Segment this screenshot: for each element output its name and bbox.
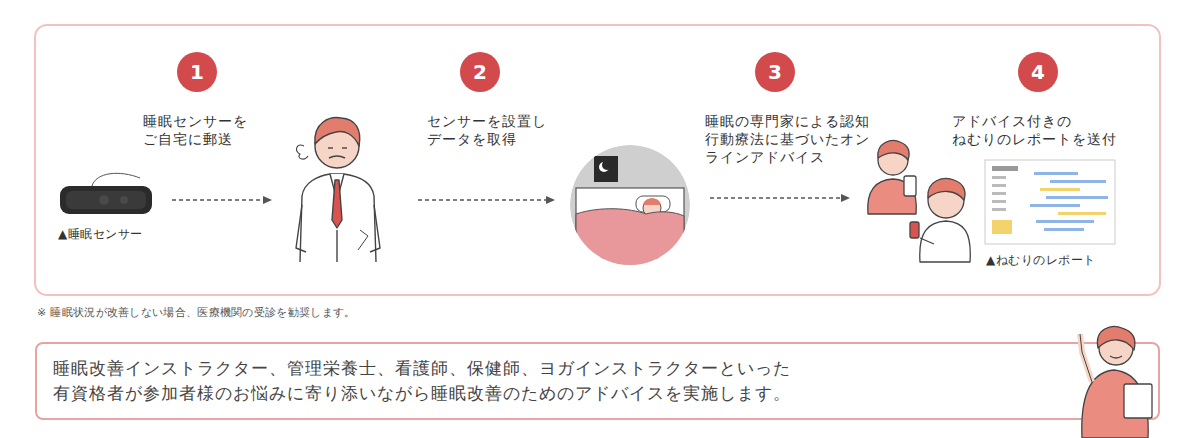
illustration-part	[910, 222, 919, 238]
step-number: 3	[768, 62, 782, 82]
illustration-part	[841, 194, 850, 202]
illustration-part	[576, 209, 684, 268]
circle-fill	[1018, 52, 1058, 92]
circle-fill	[755, 52, 795, 92]
illustration-part	[1040, 188, 1080, 191]
step-number-circle: 1	[177, 52, 217, 92]
illustration-part	[992, 176, 1006, 179]
step-text: 睡眠の専門家による認知 行動療法に基づいたオン ラインアドバイス	[705, 112, 881, 166]
illustration-part	[992, 166, 1018, 171]
illustration-part	[992, 192, 1006, 195]
step-number: 1	[190, 62, 204, 82]
illustration-part	[263, 196, 272, 204]
illustration-part	[546, 196, 555, 204]
step-number: 4	[1031, 62, 1045, 82]
step-text: 睡眠センサーを ご自宅に郵送	[143, 112, 263, 148]
illustration-part	[358, 230, 368, 250]
illustration-part	[928, 179, 965, 200]
sleep-sensor	[60, 173, 152, 214]
illustration-part	[920, 221, 971, 262]
step-number-circle: 3	[755, 52, 795, 92]
illustration-part	[1046, 196, 1108, 199]
illustration-part	[296, 205, 306, 252]
illustration-part	[594, 156, 618, 182]
illustration-part	[300, 174, 376, 262]
circle-fill	[177, 52, 217, 92]
illustration-part	[1110, 356, 1122, 358]
footnote: ※ 睡眠状況が改善しない場合、医療機関の受診を勧奨します。	[37, 305, 355, 320]
illustration-part	[92, 173, 140, 186]
illustration-part	[329, 156, 345, 158]
info-box: 睡眠改善インストラクター、管理栄養士、看護師、保健師、ヨガインストラクターといっ…	[35, 342, 1160, 420]
illustration-part	[297, 145, 308, 159]
step-text: センサーを設置し データを取得	[427, 112, 562, 148]
illustration-part	[120, 196, 128, 204]
illustration-part	[66, 191, 146, 209]
illustration-part	[315, 118, 360, 146]
illustration-part	[643, 198, 661, 205]
illustration-part	[904, 176, 916, 196]
illustration-part	[992, 184, 1006, 187]
illustration-part	[370, 205, 380, 252]
circle-fill	[460, 52, 500, 92]
step-number: 2	[473, 62, 487, 82]
illustration-part	[60, 186, 152, 214]
illustration-part	[336, 230, 337, 262]
illustration-part	[1034, 172, 1078, 175]
illustration-part	[992, 200, 1006, 203]
tired-man	[296, 118, 380, 262]
step-number-circle: 2	[460, 52, 500, 92]
illustration-part	[1044, 228, 1084, 231]
illustration-part	[920, 238, 934, 244]
illustration-part	[1124, 384, 1152, 418]
illustration-part	[418, 199, 547, 200]
illustration-part	[1058, 212, 1106, 215]
sleeping-scene	[570, 145, 690, 268]
illustration-part	[985, 160, 1115, 244]
step-text: アドバイス付きの ねむりのレポートを送付	[952, 112, 1132, 148]
illustration-part	[1030, 204, 1080, 207]
illustration-part	[328, 147, 333, 148]
figure-caption: ▲睡眠センサー	[58, 226, 143, 242]
illustration-part	[992, 208, 1006, 211]
illustration-part	[342, 147, 347, 148]
illustration-part	[710, 197, 842, 198]
sleep-report	[985, 160, 1115, 244]
flow-arrows	[172, 194, 850, 204]
advisors	[868, 141, 971, 262]
illustration-part	[878, 141, 909, 160]
illustration-part	[1036, 220, 1094, 223]
instructor-figure	[1050, 310, 1160, 438]
box-text: 睡眠改善インストラクター、管理栄養士、看護師、保健師、ヨガインストラクターといっ…	[53, 356, 823, 406]
step-number-circle: 4	[1018, 52, 1058, 92]
illustration-part	[99, 195, 109, 205]
illustration-part	[1050, 180, 1106, 183]
illustration-part	[1097, 327, 1135, 350]
illustration-part	[992, 220, 1012, 234]
figure-caption: ▲ねむりのレポート	[986, 252, 1096, 268]
illustration-part	[332, 180, 342, 228]
outer-frame	[35, 25, 1160, 295]
illustration-part	[602, 160, 612, 170]
illustration-part	[172, 199, 264, 200]
